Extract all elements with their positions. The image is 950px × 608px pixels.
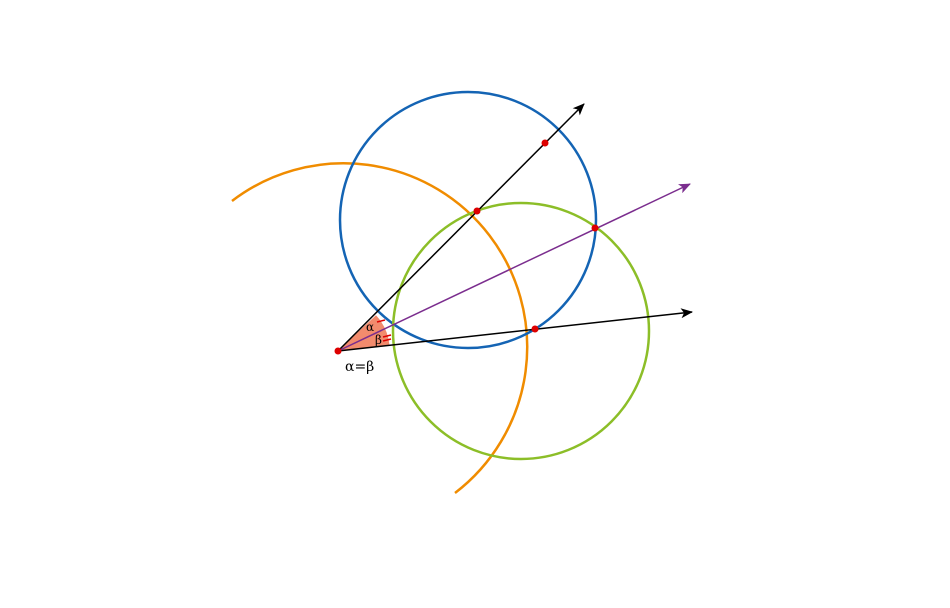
vertex-point [334,347,342,355]
alpha-equals-beta-label: α=β [345,359,374,375]
alpha-tick-mark [376,319,386,323]
lower-arm-ray [337,308,693,352]
blue-circle [338,90,598,350]
bisector-point [591,224,599,232]
lower-arm-intersection-point [531,325,539,333]
alpha-label: α [366,320,374,334]
upper-arm-far-point [541,139,549,147]
large-orange-arc [231,162,529,494]
bisector-ray [337,183,691,352]
beta-tick-mark-1 [382,338,392,342]
upper-arm-intersection-point [473,207,481,215]
beta-label: β [375,333,382,347]
beta-tick-mark-2 [382,334,392,338]
green-circle [391,201,651,461]
